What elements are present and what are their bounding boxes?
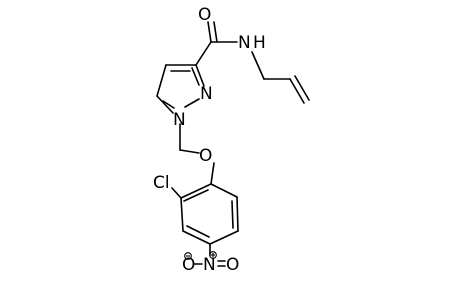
bond-carbonyl-double-a: [207, 21, 212, 43]
atom-nitro-nitrogen: N: [203, 255, 216, 275]
bond-c3-carbonyl: [195, 41, 212, 66]
bond-ch-ch2-double-a: [289, 78, 305, 104]
atom-pyrazole-n1: N: [173, 110, 186, 130]
bond-ar6-ar1: [210, 183, 238, 198]
atom-amide-hydrogen: H: [253, 33, 266, 53]
atom-labels: O N H N N O Cl N O O: [153, 5, 266, 275]
bond-ar5-ar6: [236, 196, 239, 232]
bond-ar2-cl: [171, 187, 182, 199]
charge-positive-icon: [209, 251, 217, 259]
bond-ch-ch2-double-b: [294, 75, 310, 101]
atom-carbonyl-oxygen: O: [198, 5, 211, 25]
bond-ar3-ar4: [182, 230, 211, 245]
atom-nitro-oxygen-negative: O: [182, 255, 195, 275]
bond-ar1-ar2: [180, 183, 212, 199]
atom-ether-oxygen: O: [199, 146, 212, 166]
charge-negative-icon: [184, 252, 192, 260]
bond-nh-ch2: [251, 51, 265, 80]
bond-ar4-ar5: [209, 230, 239, 245]
bond-ar5-ar6-inner: [231, 200, 234, 229]
atom-nitro-oxygen: O: [226, 255, 239, 275]
atom-pyrazole-n2: N: [200, 84, 213, 104]
bonds: [156, 21, 310, 267]
bond-ar1-ar2-inner: [183, 189, 209, 202]
bond-carbonyl-double-b: [213, 21, 218, 43]
atom-chlorine: Cl: [153, 173, 170, 193]
atom-amide-nitrogen: N: [238, 33, 251, 53]
bond-c5-n1: [156, 95, 174, 114]
bond-ar2-ar3: [180, 197, 184, 232]
bond-n1-n2: [184, 98, 200, 108]
bond-n2-c3-inner: [191, 67, 200, 86]
bond-c5-n1-inner: [162, 100, 175, 109]
bond-c4-c5: [156, 64, 167, 97]
bond-ch2-o: [179, 149, 200, 154]
bond-ar3-ar4-inner: [186, 225, 210, 238]
bond-o-aryl: [210, 162, 215, 185]
bond-n2-c3: [195, 64, 205, 87]
